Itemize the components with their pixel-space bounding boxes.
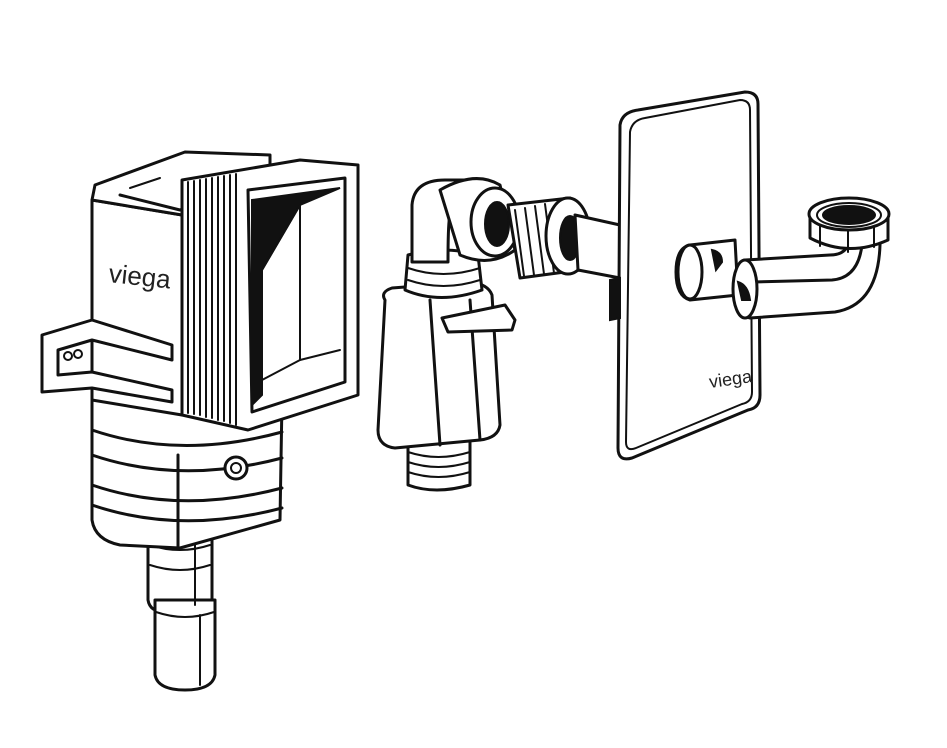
siphon-trap (376, 177, 521, 492)
siphon-box-housing: viega (40, 150, 360, 692)
elbow-pipe-with-nut (731, 196, 891, 320)
housing-brand-label: viega (107, 258, 172, 294)
threaded-connector (506, 196, 622, 280)
pipe-sleeve (674, 238, 740, 302)
